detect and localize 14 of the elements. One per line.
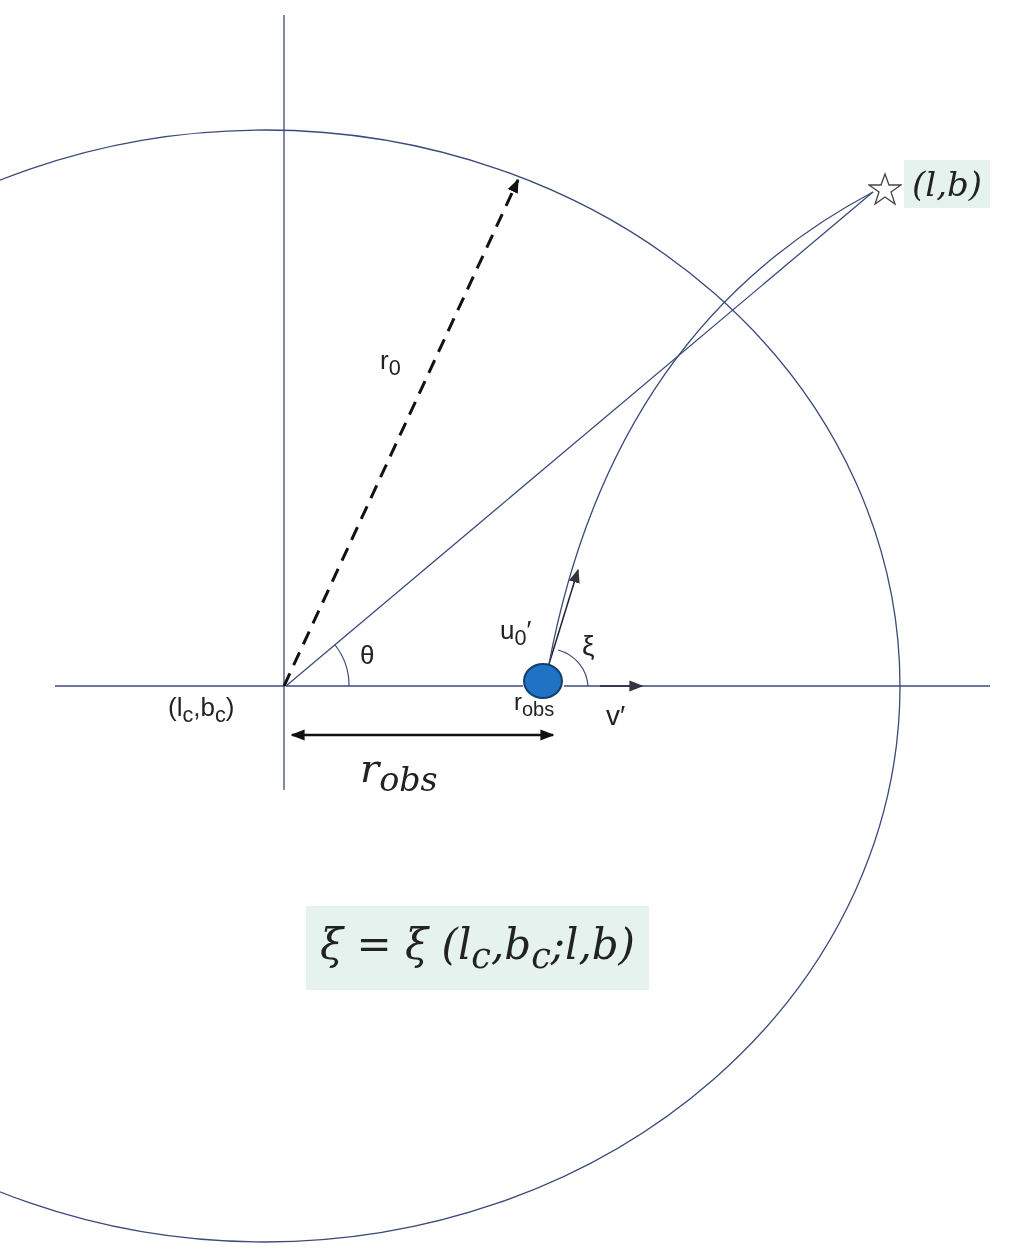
- position-label: r$_{obs}$: [514, 688, 555, 721]
- velocity-label: v′: [606, 700, 626, 732]
- angle-label: θ: [360, 640, 375, 671]
- coordinate-label: (l,b): [904, 160, 990, 208]
- distance-label: r$_{obs}$: [360, 745, 438, 799]
- radius-label: r$_{0}$: [380, 345, 401, 382]
- observer-dot: [523, 663, 563, 699]
- angle-label: ξ: [582, 630, 595, 662]
- coordinate-label: (l$_{c}$,b$_{c}$): [168, 692, 235, 729]
- connector-line: [285, 191, 874, 687]
- connector-line: [285, 685, 524, 687]
- connector-line: [548, 191, 874, 665]
- velocity-label: u$_{0}$′: [500, 615, 532, 652]
- formula: ξ = ξ (l$_{c}$,b$_{c}$;l,b): [306, 906, 649, 991]
